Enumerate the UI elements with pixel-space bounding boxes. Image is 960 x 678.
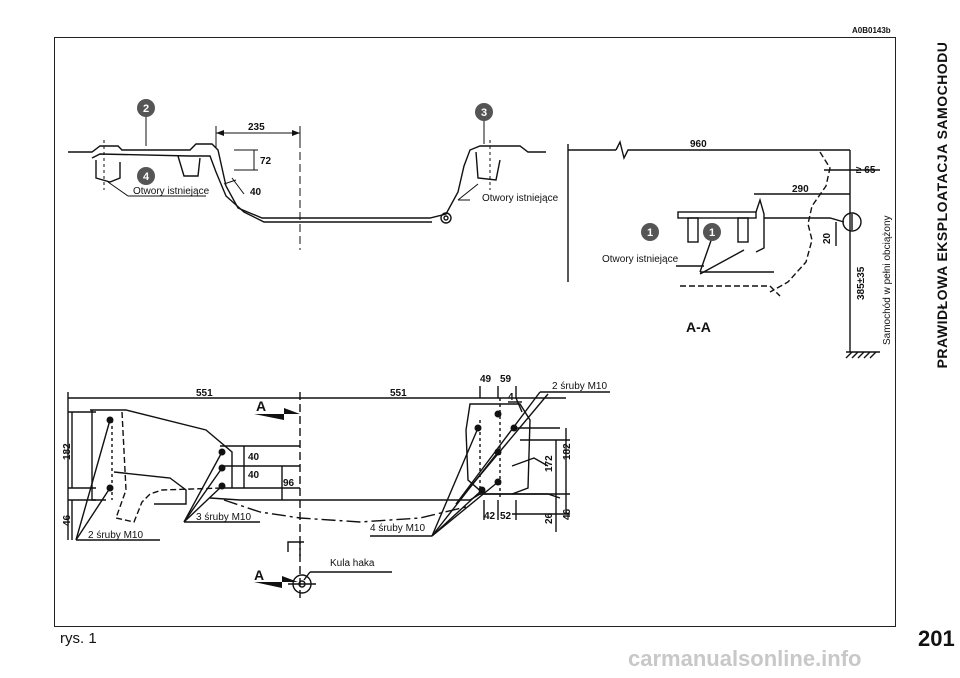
dim-46-left: 46 [62, 514, 73, 526]
dim-96: 96 [283, 478, 295, 489]
callout-1a: 1 [647, 227, 653, 239]
dim-40-a: 40 [248, 452, 260, 463]
dim-960: 960 [690, 139, 707, 150]
watermark: carmanualsonline.info [628, 646, 862, 671]
figure-label: rys. 1 [60, 630, 97, 647]
page-number: 201 [918, 626, 955, 651]
label-bolts-2-right: 2 śruby M10 [552, 381, 607, 392]
section-aa-view [567, 139, 880, 359]
dim-551-right: 551 [390, 388, 407, 399]
label-bolts-3: 3 śruby M10 [196, 512, 251, 523]
dim-551-left: 551 [196, 388, 213, 399]
section-title-aa: A-A [686, 319, 711, 335]
dim-52: 52 [500, 511, 512, 522]
beam-dimension-lines [103, 116, 491, 250]
dim-290: 290 [792, 184, 809, 195]
callout-2: 2 [143, 103, 149, 115]
label-full-load: Samochód w pełni obciążony [882, 215, 893, 345]
label-bolts-4: 4 śruby M10 [370, 523, 425, 534]
dim-182-left: 182 [62, 443, 73, 460]
label-bolts-2-left: 2 śruby M10 [88, 530, 143, 541]
label-existing-holes-right: Otwory istniejące [482, 193, 559, 204]
dim-235: 235 [248, 122, 265, 133]
dim-20: 20 [822, 232, 833, 244]
dim-172: 172 [544, 455, 555, 472]
callout-3: 3 [481, 107, 487, 119]
dim-26: 26 [544, 512, 555, 524]
beam-side-view [68, 143, 546, 224]
section-mark-a-top: A [256, 398, 266, 414]
dim-40: 40 [250, 187, 262, 198]
label-existing-holes-left: Otwory istniejące [133, 186, 210, 197]
section-arrows [216, 130, 300, 588]
dim-182-right: 182 [562, 443, 573, 460]
callouts: 2 3 4 1 1 [137, 99, 721, 241]
dim-42: 42 [484, 511, 496, 522]
dim-72: 72 [260, 156, 272, 167]
label-existing-holes-section: Otwory istniejące [602, 254, 679, 265]
callout-4: 4 [143, 171, 150, 183]
callout-1b: 1 [709, 227, 715, 239]
image-code: A0B0143b [852, 26, 891, 35]
section-mark-a-bottom: A [254, 567, 264, 583]
bolt-holes [106, 410, 518, 494]
bottom-plan-view [67, 386, 610, 600]
figure-frame [54, 37, 896, 627]
dim-385: 385±35 [856, 266, 867, 300]
dim-46-right: 46 [562, 508, 573, 520]
dim-65: ≥ 65 [856, 165, 876, 176]
dim-59: 59 [500, 374, 512, 385]
dim-4: 4 [508, 392, 514, 403]
dim-49: 49 [480, 374, 492, 385]
label-hitch-ball: Kula haka [330, 558, 375, 569]
dim-40-b: 40 [248, 470, 260, 481]
